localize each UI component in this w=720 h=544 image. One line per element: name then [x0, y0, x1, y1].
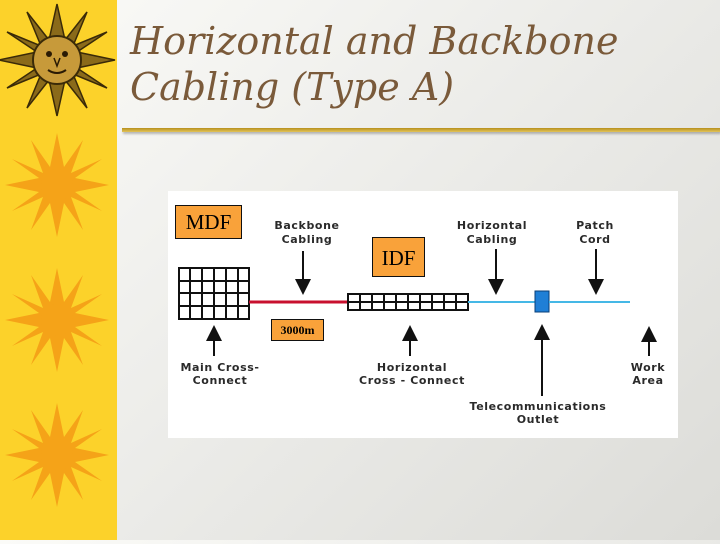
idf-tag: IDF [372, 237, 425, 277]
starburst-icon [5, 133, 109, 237]
label-horizontal-cabling-2: Cabling [467, 233, 518, 246]
starburst-icon [5, 268, 109, 372]
cable-length-tag: 3000m [271, 319, 324, 341]
label-horizontal-cross-connect-2: Cross - Connect [359, 374, 465, 387]
telecommunications-outlet [534, 290, 550, 313]
sun-face-icon [0, 3, 116, 117]
title-line-2: Cabling (Type A) [130, 65, 455, 109]
label-backbone-1: Backbone [274, 219, 339, 232]
cabling-diagram-svg: Backbone Cabling Horizontal Cabling Patc… [178, 219, 666, 426]
label-backbone-2: Cabling [282, 233, 333, 246]
label-telecom-outlet-1: Telecommunications [470, 400, 607, 413]
label-main-cross-connect-1: Main Cross- [180, 361, 259, 374]
label-work-area-2: Area [632, 374, 663, 387]
main-cross-connect-grid [178, 267, 250, 320]
decorative-sidebar [0, 0, 117, 540]
slide-title: Horizontal and Backbone Cabling (Type A) [130, 18, 710, 110]
title-line-1: Horizontal and Backbone [130, 19, 619, 63]
label-horizontal-cross-connect-1: Horizontal [377, 361, 447, 374]
label-telecom-outlet-2: Outlet [517, 413, 560, 426]
horizontal-cross-connect-block [347, 293, 469, 311]
cabling-diagram: Backbone Cabling Horizontal Cabling Patc… [168, 191, 678, 438]
label-work-area-1: Work [631, 361, 666, 374]
title-divider [122, 128, 720, 132]
label-main-cross-connect-2: Connect [193, 374, 248, 387]
mdf-tag: MDF [175, 205, 242, 239]
sidebar-starburst-decor [0, 3, 116, 507]
label-horizontal-cabling-1: Horizontal [457, 219, 527, 232]
label-patch-2: Cord [579, 233, 610, 246]
label-patch-1: Patch [576, 219, 614, 232]
starburst-icon [5, 403, 109, 507]
